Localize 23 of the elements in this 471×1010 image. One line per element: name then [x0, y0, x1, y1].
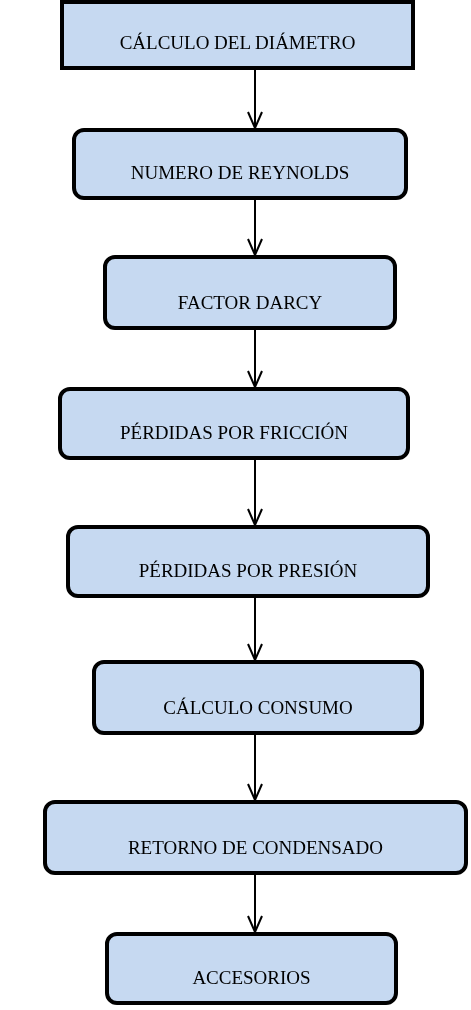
- box-label: RETORNO DE CONDENSADO: [127, 837, 384, 859]
- process-box: [92, 660, 424, 735]
- process-box: [60, 0, 415, 70]
- box-label: PÉRDIDAS POR PRESIÓN: [138, 560, 358, 582]
- box-label: ACCESORIOS: [192, 967, 311, 989]
- arrow: [247, 459, 263, 526]
- process-box: [105, 932, 398, 1005]
- process-box: [103, 255, 397, 330]
- box-label: NUMERO DE REYNOLDS: [130, 162, 350, 184]
- arrow: [247, 874, 263, 933]
- arrow: [247, 69, 263, 129]
- arrow: [247, 734, 263, 801]
- box-label: PÉRDIDAS POR FRICCIÓN: [119, 422, 348, 444]
- box-label: CÁLCULO CONSUMO: [163, 697, 353, 719]
- process-box: [58, 387, 410, 460]
- arrow: [247, 329, 263, 388]
- box-label: CÁLCULO DEL DIÁMETRO: [119, 32, 356, 54]
- process-box: [43, 800, 468, 875]
- arrow: [247, 199, 263, 256]
- process-box: [72, 128, 408, 200]
- process-box: [66, 525, 430, 598]
- arrow: [247, 597, 263, 661]
- box-label: FACTOR DARCY: [177, 292, 323, 314]
